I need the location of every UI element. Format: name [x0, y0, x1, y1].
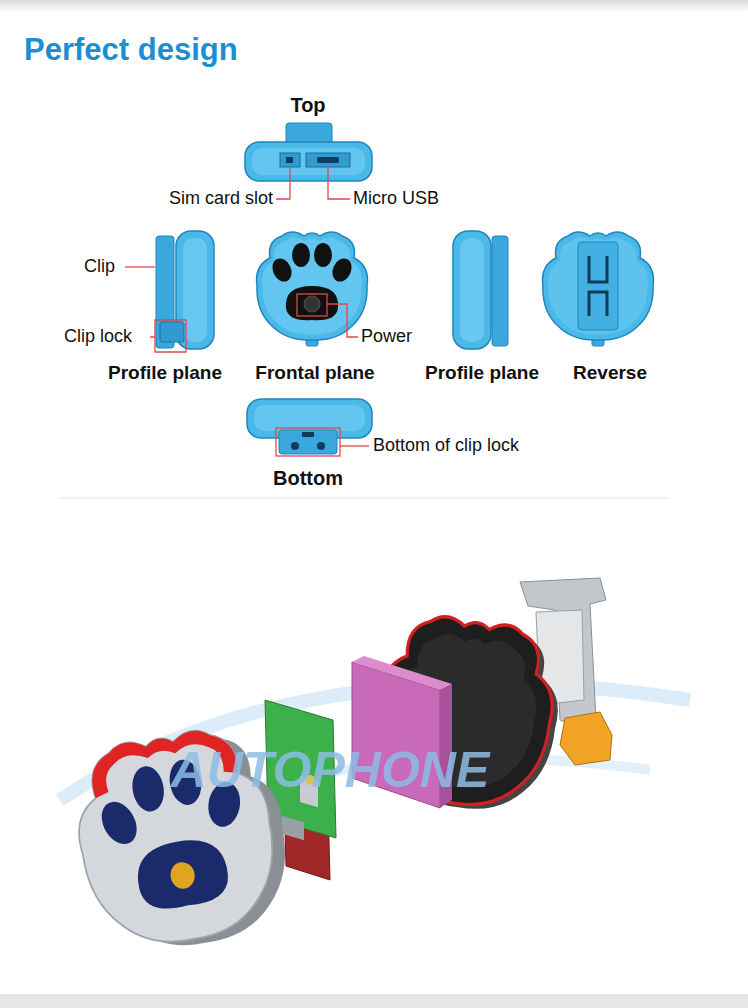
view-label: Reverse: [573, 362, 647, 384]
watermark: AUTOPHONE: [171, 742, 490, 800]
part-label: Micro USB: [353, 188, 439, 209]
bottom-view: [247, 399, 372, 456]
profile-view-right: [453, 231, 508, 349]
page-title: Perfect design: [24, 32, 238, 68]
part-label: Clip: [84, 256, 115, 277]
reverse-view: [543, 232, 654, 346]
exploded-view: [60, 578, 690, 961]
view-label: Profile plane: [425, 362, 539, 384]
view-label: Top: [290, 94, 325, 117]
top-view: [245, 123, 372, 181]
view-label: Frontal plane: [255, 362, 374, 384]
part-label: Clip lock: [64, 326, 132, 347]
part-label: Sim card slot: [169, 188, 273, 209]
view-label: Bottom: [273, 467, 343, 490]
profile-view-left: [156, 231, 214, 349]
frontal-view: [257, 232, 368, 346]
view-label: Profile plane: [108, 362, 222, 384]
part-label: Power: [361, 326, 412, 347]
part-label: Bottom of clip lock: [373, 435, 519, 456]
